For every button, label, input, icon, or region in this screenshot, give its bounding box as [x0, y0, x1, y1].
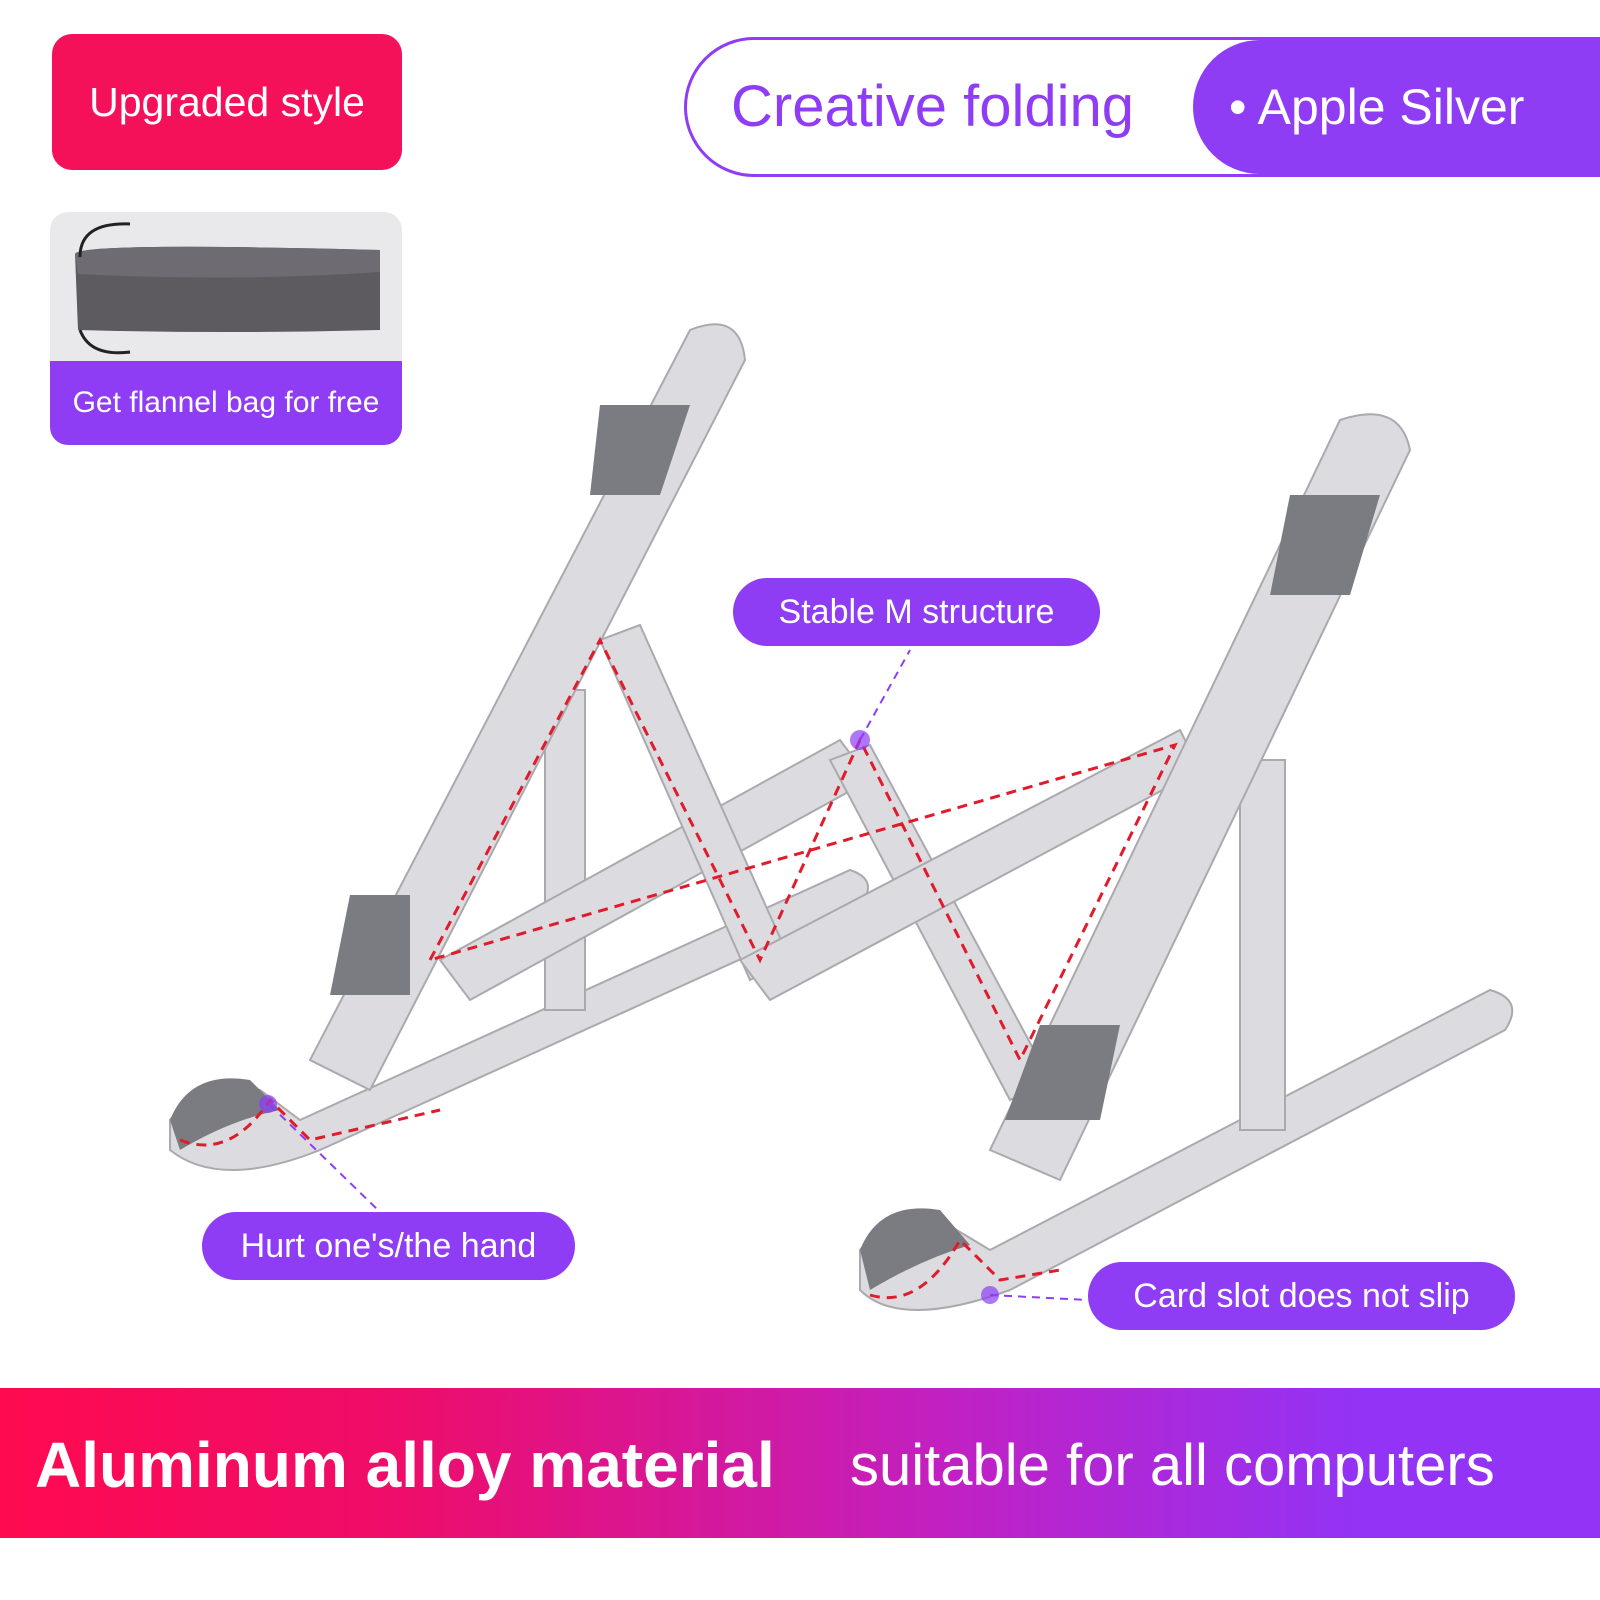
banner-bold-text: Aluminum alloy material — [35, 1429, 775, 1501]
material-banner: Aluminum alloy material suitable for all… — [0, 1388, 1600, 1538]
header-pill: Creative folding • Apple Silver — [684, 37, 1600, 177]
creative-folding-text: Creative folding — [731, 74, 1134, 139]
silicone-pads — [170, 405, 1380, 1290]
laptop-stand-illustration — [169, 323, 1514, 1311]
flannel-bag-card: Get flannel bag for free — [50, 212, 402, 445]
flannel-bag-image — [75, 222, 380, 355]
banner-normal-text: suitable for all computers — [850, 1433, 1495, 1498]
stable-m-structure-callout: Stable M structure — [733, 578, 1100, 646]
upgraded-style-badge: Upgraded style — [52, 34, 402, 170]
apple-silver-label: • Apple Silver — [1193, 40, 1600, 174]
hurt-hand-callout: Hurt one's/the hand — [202, 1212, 575, 1280]
card-slot-callout: Card slot does not slip — [1088, 1262, 1515, 1330]
flannel-bag-label: Get flannel bag for free — [50, 361, 402, 445]
